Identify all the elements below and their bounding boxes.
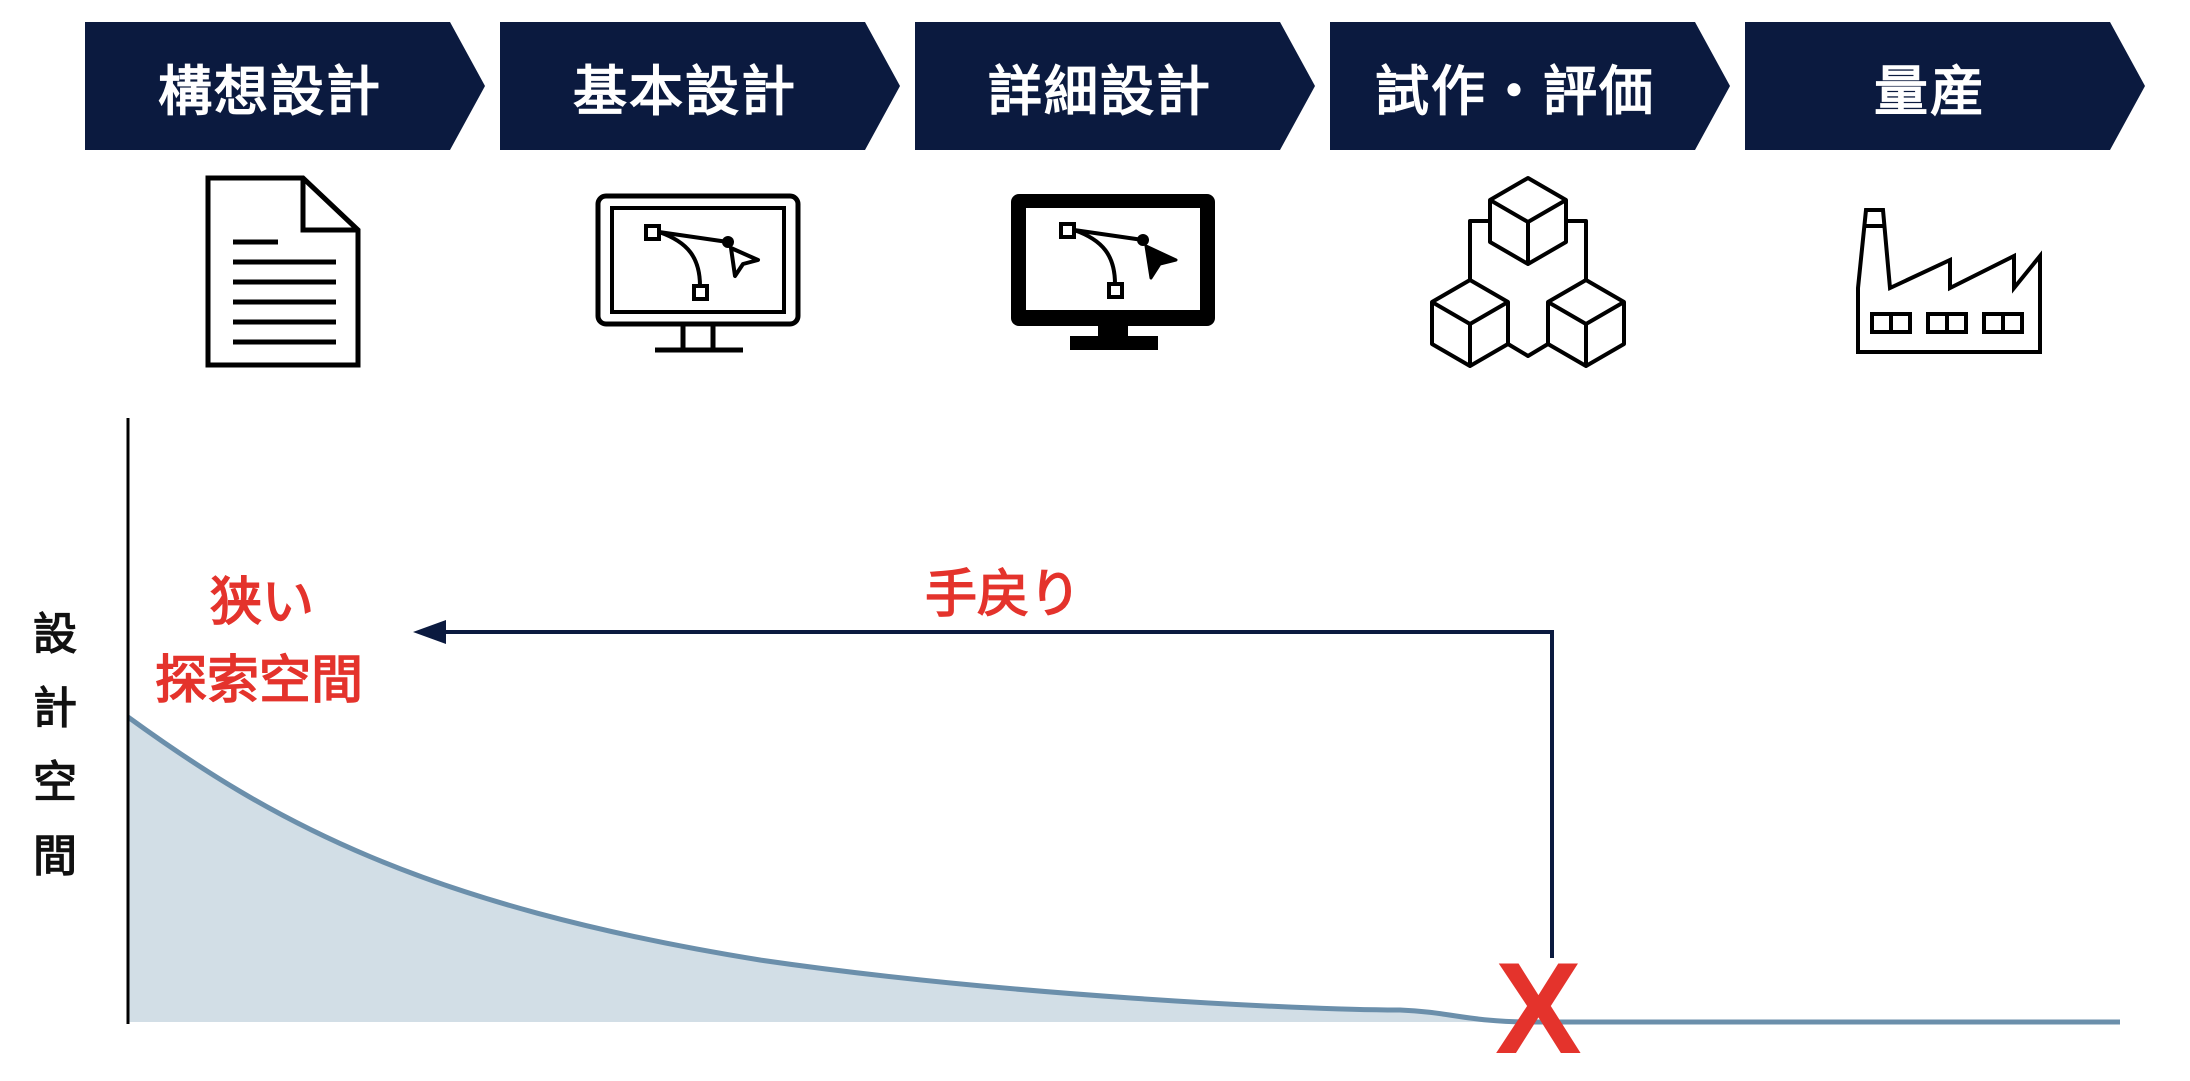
narrow-space-label-line2: 探索空間	[155, 651, 364, 711]
design-space-curve	[126, 714, 2120, 1025]
narrow-space-label-line1: 狭い	[210, 573, 315, 633]
rework-arrowhead	[413, 620, 446, 644]
stage-detail-design: 詳細設計	[915, 22, 1315, 150]
rework-label: 手戻り	[925, 565, 1082, 625]
stage-basic-design: 基本設計	[500, 22, 900, 150]
stage-label: 詳細設計	[988, 59, 1212, 123]
stage-label: 試作・評価	[1375, 59, 1655, 123]
failure-x-mark: X	[1495, 935, 1582, 1081]
stage-concept-design: 構想設計	[85, 22, 485, 150]
monitor-vector-outline-icon	[595, 193, 801, 353]
y-axis-char: 計	[33, 683, 77, 734]
y-axis-char: 間	[33, 831, 77, 882]
stage-label: 構想設計	[158, 59, 382, 123]
y-axis-char: 空	[33, 757, 77, 808]
document-icon	[205, 175, 361, 368]
monitor-vector-solid-icon	[1011, 194, 1215, 350]
factory-icon	[1856, 208, 2042, 354]
design-space-area	[128, 717, 1530, 1022]
cubes-network-icon	[1430, 176, 1626, 368]
rework-arrow	[440, 630, 1554, 958]
stage-mass-production: 量産	[1745, 22, 2145, 150]
stage-prototype-evaluation: 試作・評価	[1330, 22, 1730, 150]
stage-label: 基本設計	[573, 59, 797, 123]
y-axis-label: 設 計 空 間	[30, 598, 80, 894]
y-axis-char: 設	[33, 609, 77, 660]
stage-label: 量産	[1874, 59, 1986, 123]
